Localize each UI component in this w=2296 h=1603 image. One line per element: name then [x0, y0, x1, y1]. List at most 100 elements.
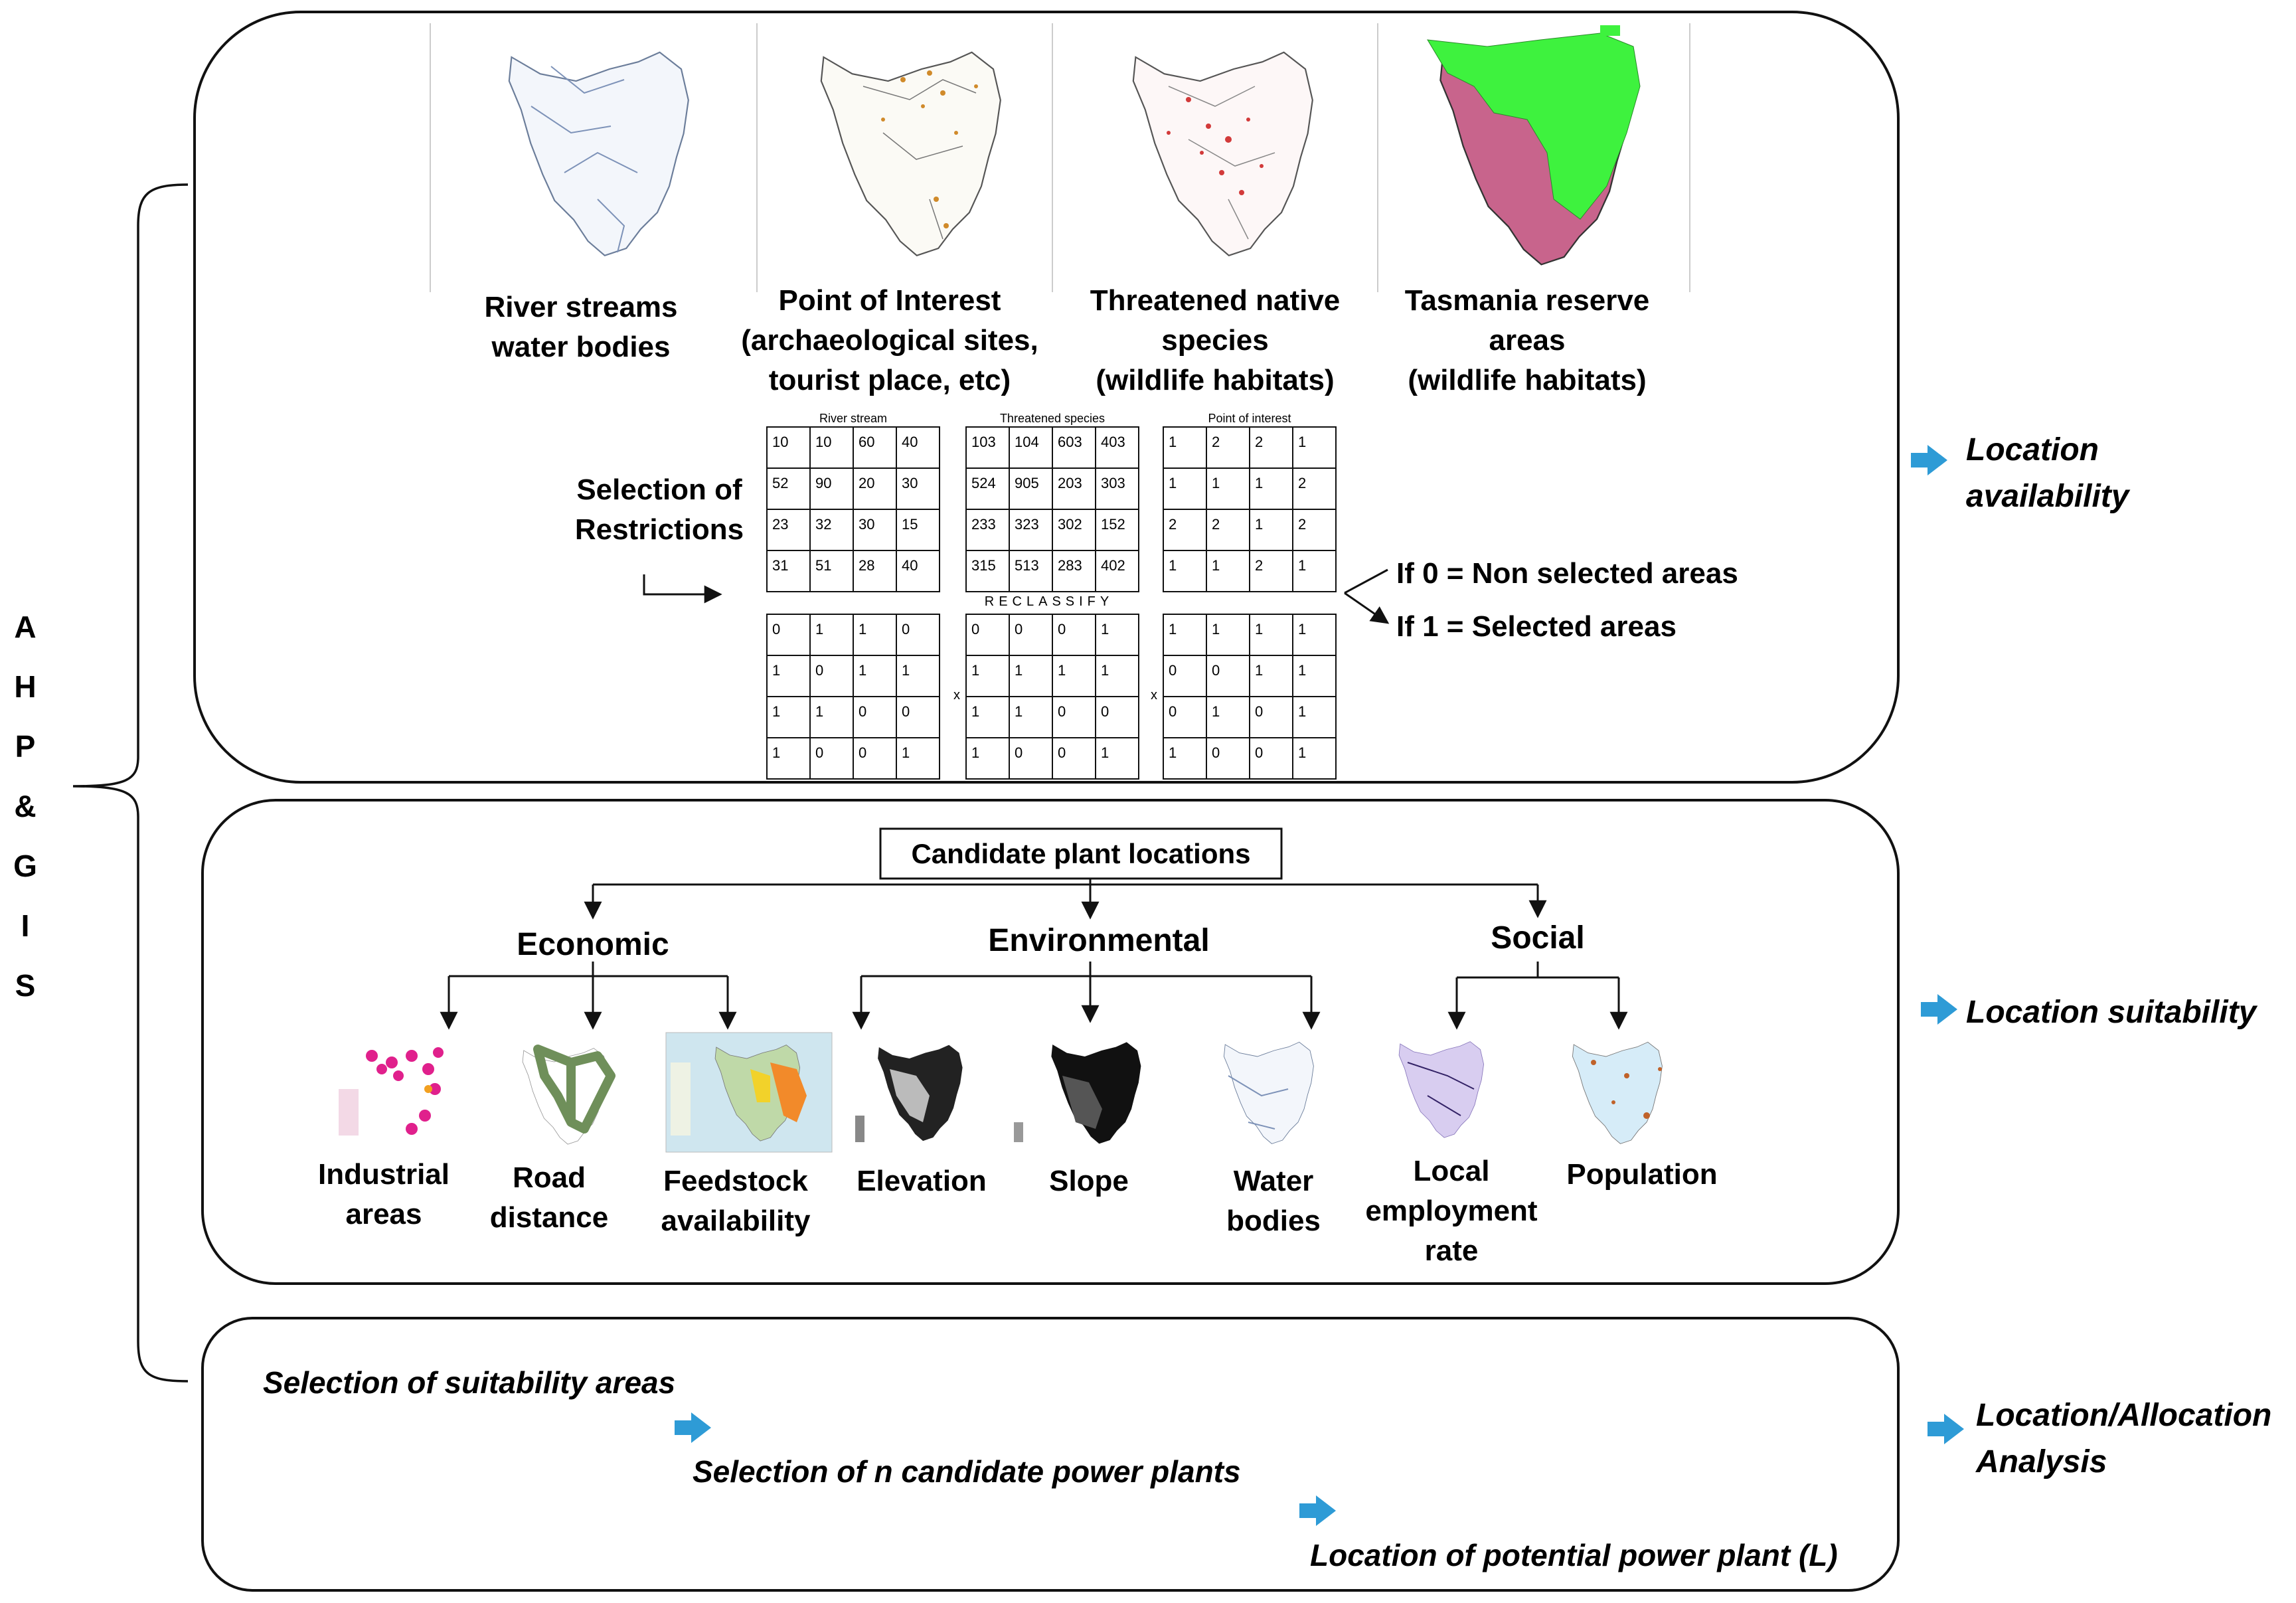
- reclassify-label: RECLASSIFY: [985, 594, 1113, 609]
- grid-cell: 10: [772, 434, 788, 450]
- criteria-label-line: bodies: [1226, 1205, 1321, 1237]
- employment-map-icon: [1368, 1033, 1507, 1152]
- map-label-line: species: [1161, 324, 1268, 357]
- grid-cell: 30: [859, 516, 874, 533]
- criteria-label-line: Industrial: [318, 1158, 450, 1191]
- grid-title: River stream: [819, 412, 887, 425]
- grid-cell: 1: [902, 744, 910, 761]
- grid-cell: 603: [1058, 434, 1082, 450]
- grid-cell: 524: [971, 475, 996, 491]
- grid-cell: 1: [1298, 703, 1306, 720]
- grid-cell: 0: [1015, 621, 1023, 637]
- reclassify-rule: If 0 = Non selected areas If 1 = Selecte…: [1344, 557, 1738, 643]
- grid-cell: 1: [772, 662, 780, 679]
- grid-cell: 1: [1298, 662, 1306, 679]
- ahp-gis-letter: G: [13, 849, 37, 883]
- if-zero-rule: If 0 = Non selected areas: [1396, 557, 1738, 590]
- rule-branch-arrows: [1344, 568, 1388, 623]
- ahp-gis-brace: [72, 183, 189, 1383]
- grid-cell: 2: [1298, 475, 1306, 491]
- outcome-location-availability-1: Location: [1966, 432, 2099, 467]
- step-potential-power-plant: Location of potential power plant (L): [1310, 1538, 1838, 1572]
- grid-cell: 1: [815, 703, 823, 720]
- panel-location-allocation: [201, 1317, 1900, 1592]
- grid-cell: 402: [1101, 557, 1125, 574]
- outcome-location-allocation-1: Location/Allocation: [1976, 1398, 2271, 1433]
- selection-label-line-1: Selection of: [576, 473, 742, 506]
- grid-cell: 1: [772, 744, 780, 761]
- ahp-gis-letter: H: [14, 669, 36, 704]
- grid-cell: 513: [1015, 557, 1039, 574]
- selection-arrow: [643, 574, 722, 604]
- grid-cell: 1: [1058, 662, 1066, 679]
- grid-cell: 28: [859, 557, 874, 574]
- ahp-gis-letters: AHP&GIS: [13, 610, 37, 1003]
- category-label: Economic: [517, 927, 669, 962]
- grid-cell: 20: [859, 475, 874, 491]
- grid-cell: 52: [772, 475, 788, 491]
- outcome-location-suitability: Location suitability: [1966, 995, 2258, 1030]
- grid-cell: 0: [1169, 662, 1177, 679]
- grid-cell: 0: [1255, 703, 1263, 720]
- grid-cell: 40: [902, 557, 918, 574]
- feedstock-map-icon: [665, 1032, 833, 1153]
- tasmania-river-map-icon: [430, 23, 689, 292]
- grid-cell: 0: [1255, 744, 1263, 761]
- grid-cell: 0: [902, 621, 910, 637]
- grid-cell: 2: [1169, 516, 1177, 533]
- grid-cell: 31: [772, 557, 788, 574]
- road-distance-map-icon: [478, 1033, 644, 1152]
- grid-cell: 0: [1058, 703, 1066, 720]
- grid-cell: 1: [815, 621, 823, 637]
- grid-cell: 2: [1255, 434, 1263, 450]
- grid-cell: 15: [902, 516, 918, 533]
- multiply-symbol: x: [1151, 688, 1157, 703]
- elevation-map-icon: [850, 1033, 969, 1152]
- grid-cell: 0: [1058, 621, 1066, 637]
- grid-cell: 0: [1212, 744, 1220, 761]
- grid-cell: 1: [1015, 703, 1023, 720]
- grid-cell: 40: [902, 434, 918, 450]
- grid-cell: 51: [815, 557, 831, 574]
- grid-cell: 23: [772, 516, 788, 533]
- criteria-label-line: distance: [490, 1201, 609, 1234]
- criteria-label-line: areas: [345, 1198, 422, 1230]
- restriction-maps: [430, 23, 1690, 292]
- grid-cell: 1: [971, 662, 979, 679]
- grid-cell: 104: [1015, 434, 1039, 450]
- criteria-label-line: Slope: [1049, 1165, 1129, 1197]
- map-label-line: Point of Interest: [779, 284, 1001, 317]
- grid-cell: 0: [1212, 662, 1220, 679]
- outcome-location-allocation-2: Analysis: [1975, 1444, 2107, 1479]
- grid-cell: 1: [1015, 662, 1023, 679]
- grid-cell: 1: [772, 703, 780, 720]
- criteria-label-line: Elevation: [857, 1165, 987, 1197]
- tasmania-reserve-map-icon: [1377, 23, 1690, 292]
- tasmania-threatened-species-map-icon: [1052, 23, 1313, 292]
- grid-cell: 323: [1015, 516, 1039, 533]
- grid-cell: 233: [971, 516, 996, 533]
- step-arrow-icon: [1299, 1495, 1336, 1526]
- grid-cell: 1: [1101, 662, 1109, 679]
- panel-location-availability: [193, 11, 1900, 784]
- ahp-gis-letter: I: [21, 908, 30, 943]
- grid-cell: 1: [971, 744, 979, 761]
- criteria-labels: IndustrialareasRoaddistanceFeedstockavai…: [318, 1155, 1718, 1267]
- water-bodies-map-icon: [1189, 1033, 1335, 1152]
- grid-cell: 283: [1058, 557, 1082, 574]
- selection-label-line-2: Restrictions: [575, 513, 744, 546]
- map-label-line: Threatened native: [1090, 284, 1341, 317]
- grid-cell: 1: [1212, 557, 1220, 574]
- map-label-line: Tasmania reserve: [1405, 284, 1650, 317]
- criteria-label-line: Road: [513, 1161, 586, 1194]
- map-label-line: (archaeological sites,: [741, 324, 1038, 357]
- grid-cell: 10: [815, 434, 831, 450]
- grid-cell: 0: [815, 662, 823, 679]
- candidate-root: Candidate plant locations: [879, 827, 1283, 880]
